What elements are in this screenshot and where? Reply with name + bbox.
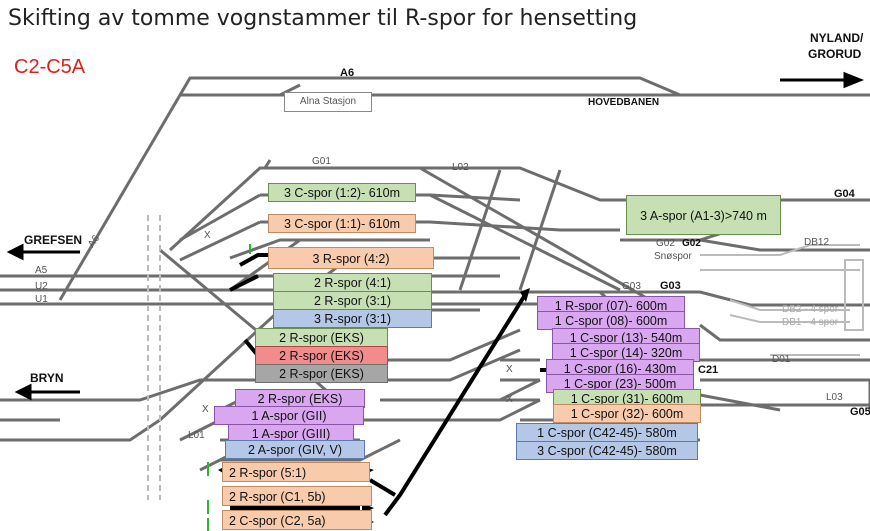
track-box-r-spor-5-1: 2 R-spor (5:1) [222,462,370,482]
track-label-c21: C21 [698,364,719,376]
track-box-r-spor-c1-5b: 2 R-spor (C1, 5b) [222,486,372,506]
track-label-g03: G03 [660,280,681,292]
direction-label-grorud: GRORUD [808,47,862,61]
track-box-c-spor-13: 1 C-spor (13)- 540m [552,328,700,347]
track-box-r-spor-4-2: 3 R-spor (4:2) [268,247,434,269]
track-lines [0,76,870,472]
track-label-a6: A6 [340,67,355,79]
track-box-c-spor-1-2: 3 C-spor (1:2)- 610m [268,183,416,202]
depot-tracks [700,244,864,356]
track-box-a-spor-a1-3: 3 A-spor (A1-3)>740 m [626,195,781,235]
track-box-r-spor-07: 1 R-spor (07)- 600m [537,296,685,315]
track-box-r-spor-eks-3: 2 R-spor (EKS) [255,364,388,383]
track-label-snospor: Snøspor [654,251,692,262]
track-label-a5: A5 [35,265,48,276]
direction-label-grefsen: GREFSEN [24,233,83,247]
track-box-r-spor-3-1a: 2 R-spor (3:1) [273,291,432,310]
track-label-g04: G04 [834,188,855,200]
track-box-r-spor-eks-2: 2 R-spor (EKS) [255,346,388,365]
track-label-db2: DB2 - 4 spor [782,304,839,315]
track-box-c-spor-c42-45-a: 1 C-spor (C42-45)- 580m [516,423,698,442]
track-label-l03: L03 [826,392,843,403]
track-box-c-spor-c2-5a: 2 C-spor (C2, 5a) [222,510,372,530]
direction-label-bryn: BRYN [30,371,64,385]
track-label-u2: U2 [35,281,48,292]
track-box-c-spor-c42-45-b: 3 C-spor (C42-45)- 580m [516,441,698,460]
track-label-l02: L02 [452,162,469,173]
end-markers [207,244,251,531]
track-label-db12: DB12 [804,237,830,248]
track-label-g03-grey: G03 [622,281,641,292]
track-box-c-spor-16: 1 C-spor (16)- 430m [546,359,694,378]
track-box-a-spor-gii: 1 A-spor (GII) [214,406,364,425]
track-label-x-low: X [202,404,209,415]
direction-label-nyland: NYLAND/ [810,31,864,45]
track-label-x-mid2: X [506,394,513,405]
track-label-g02-grey: G02 [656,238,675,249]
track-box-a-spor-giv-v: 2 A-spor (GIV, V) [225,440,365,459]
track-label-g05: G05 [850,406,870,418]
track-label-db1: DB1 - 4 spor [782,317,839,328]
track-label-d01: D01 [772,354,791,365]
direction-arrows [6,71,865,401]
track-label-x-mid1: X [506,364,513,375]
track-label-l01: L01 [188,430,205,441]
track-box-c-spor-08: 1 C-spor (08)- 600m [537,311,685,330]
track-box-c-spor-23: 1 C-spor (23)- 500m [546,374,694,393]
station-label-alna: Alna Stasjon [284,92,372,112]
track-label-x: X [204,230,211,241]
track-box-r-spor-4-1: 2 R-spor (4:1) [273,273,432,292]
page-title: Skifting av tomme vognstammer til R-spor… [8,6,638,31]
track-box-c-spor-1-1: 3 C-spor (1:1)- 610m [268,214,416,233]
route-code: C2-C5A [14,56,86,78]
track-label-g01: G01 [312,156,331,167]
track-label-u1: U1 [35,294,48,305]
track-box-r-spor-3-1b: 3 R-spor (3:1) [273,309,432,328]
platform-guides [147,215,161,500]
track-box-c-spor-31: 1 C-spor (31)- 600m [553,389,701,408]
track-label-g02: G02 [682,238,701,249]
track-box-c-spor-32: 1 C-spor (32)- 600m [553,404,701,423]
track-box-r-spor-eks-1: 2 R-spor (EKS) [255,328,388,347]
track-label-hovedbanen: HOVEDBANEN [588,97,660,108]
